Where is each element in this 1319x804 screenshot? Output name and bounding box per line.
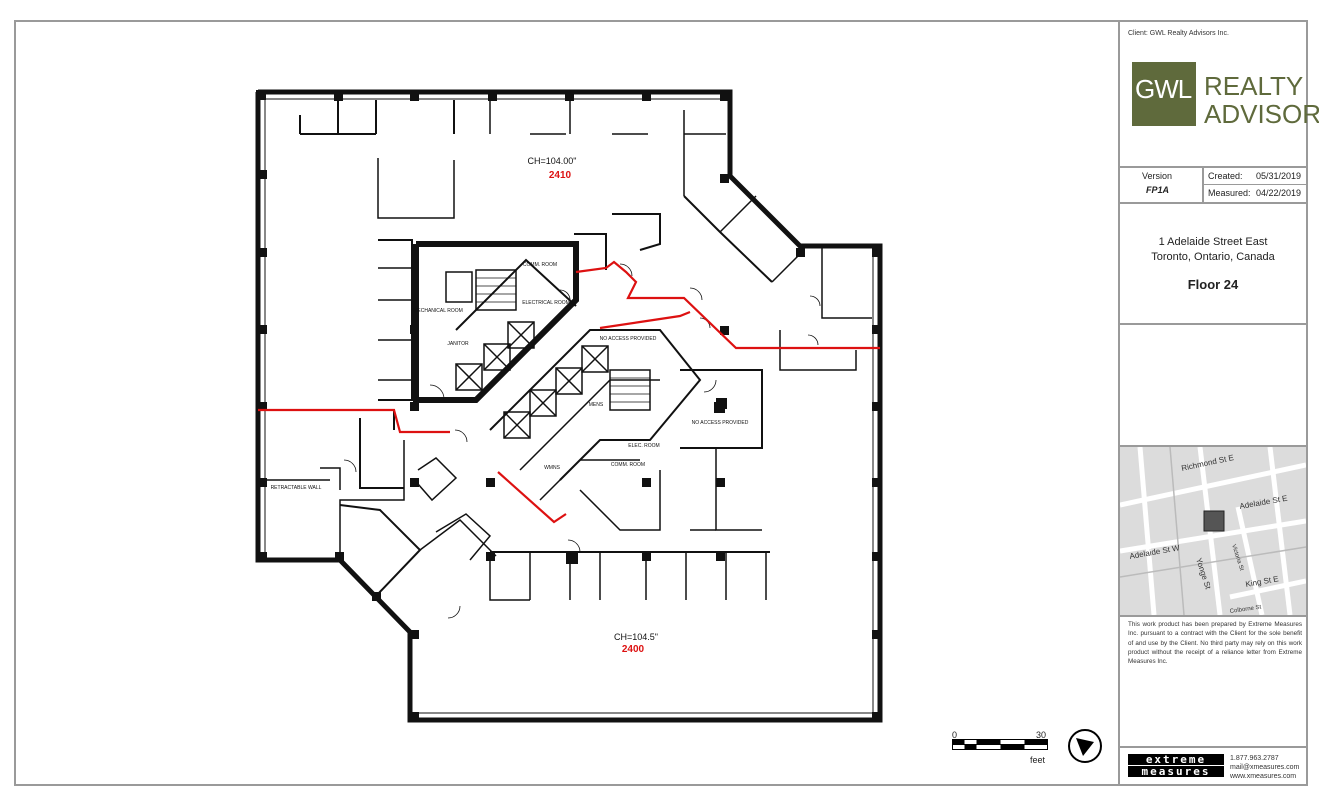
disclaimer: This work product has been prepared by E… (1128, 621, 1302, 666)
website-link[interactable]: www.xmeasures.com (1230, 773, 1297, 780)
email-link[interactable]: mail@xmeasures.com (1230, 764, 1300, 771)
contact-info: 1.877.963.2787 mail@xmeasures.com www.xm… (1230, 754, 1299, 781)
location-marker-icon (1203, 510, 1225, 532)
room-label-womens: WMNS (544, 465, 560, 471)
company-line-2: measures (1128, 766, 1224, 777)
measured-label: Measured: (1208, 188, 1251, 198)
logo-line-1: REALTY (1204, 71, 1304, 101)
room-label-comm: COMM. ROOM (523, 262, 557, 268)
north-arrow-icon (1068, 729, 1102, 763)
scale-bar-graphic (952, 739, 1048, 750)
drawing-frame (14, 20, 1308, 786)
logo-line-2: ADVISORS (1204, 99, 1319, 129)
room-label-retractable-wall: RETRACTABLE WALL (271, 485, 322, 491)
scale-unit: feet (1030, 755, 1046, 765)
floor-plan: CH=104.00" 2410 CH=104.5" 2400 MECHANICA… (255, 89, 883, 723)
scale-max: 30 (1036, 730, 1047, 740)
demising-lines (258, 260, 880, 524)
created-value: 05/31/2019 (1256, 171, 1302, 181)
room-label-no-access-1: NO ACCESS PROVIDED (600, 336, 657, 342)
logo-text: REALTY ADVISORS (1204, 72, 1319, 128)
room-label-no-access-2: NO ACCESS PROVIDED (692, 420, 749, 426)
door-swings (343, 263, 821, 619)
building-columns (256, 90, 881, 721)
logo-initials: GWL (1135, 74, 1192, 104)
room-label-comm-room: COMM. ROOM (611, 462, 645, 468)
elevator-shafts (445, 271, 609, 439)
measured-value: 04/22/2019 (1256, 188, 1302, 198)
room-label-electrical: ELECTRICAL ROOM (522, 300, 570, 306)
title-block: Client: GWL Realty Advisors Inc. GWL REA… (1118, 22, 1319, 784)
room-label-mechanical: MECHANICAL ROOM (413, 308, 463, 314)
exterior-wall (255, 89, 883, 723)
ceiling-height-south: CH=104.5" (614, 632, 658, 642)
version-label: Version (1142, 171, 1173, 181)
created-label: Created: (1208, 171, 1243, 181)
suite-number-north: 2410 (549, 170, 572, 181)
company-line-1: extreme (1128, 754, 1224, 765)
room-label-mens: MENS (589, 402, 604, 408)
version-value: FP1A (1146, 185, 1170, 195)
phone: 1.877.963.2787 (1230, 755, 1279, 762)
street-label: Colborne St (1229, 605, 1262, 615)
room-label-elec-room: ELEC. ROOM (628, 443, 659, 449)
blank-section (1120, 325, 1306, 447)
company-logo (1132, 62, 1196, 126)
version-section: Version FP1A Created: 05/31/2019 Measure… (1120, 168, 1308, 204)
ceiling-height-north: CH=104.00" (528, 156, 577, 166)
address-line-2: Toronto, Ontario, Canada (1151, 251, 1275, 263)
location-map: Richmond St E Adelaide St E Adelaide St … (1120, 447, 1306, 615)
suite-number-south: 2400 (622, 644, 645, 655)
client-label: Client: GWL Realty Advisors Inc. (1128, 30, 1229, 37)
room-label-janitor: JANITOR (447, 341, 469, 347)
scale-min: 0 (952, 730, 958, 740)
extreme-measures-logo: extreme measures (1128, 754, 1224, 778)
logo-section: Client: GWL Realty Advisors Inc. GWL REA… (1120, 22, 1319, 168)
address-section: 1 Adelaide Street East Toronto, Ontario,… (1120, 204, 1306, 325)
core-wall (413, 241, 579, 403)
address-line-1: 1 Adelaide Street East (1158, 236, 1268, 248)
floor-label: Floor 24 (1187, 277, 1239, 292)
